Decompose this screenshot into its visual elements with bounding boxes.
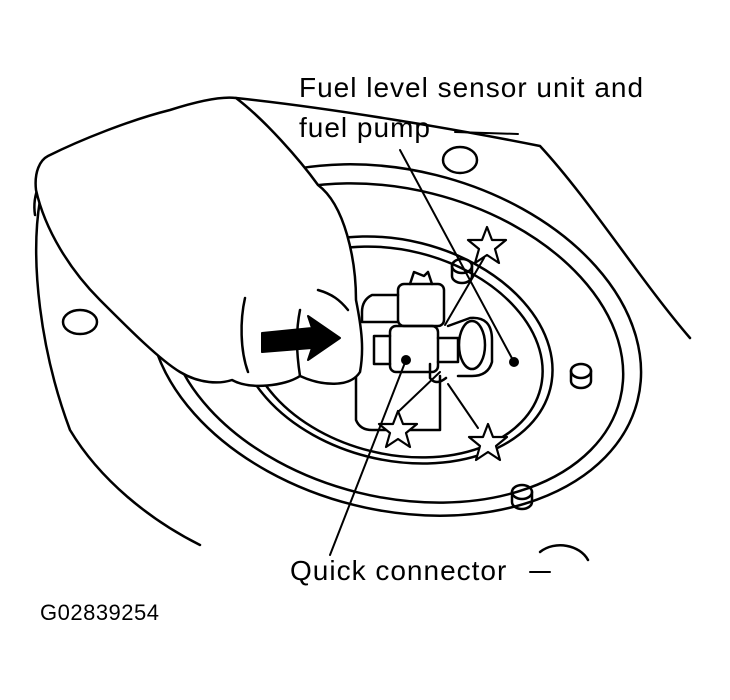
push-arrow-icon bbox=[261, 315, 341, 361]
bolt-right bbox=[569, 362, 593, 390]
star-icon bbox=[466, 225, 508, 265]
floor-holes bbox=[61, 145, 590, 562]
hand-illustration bbox=[34, 96, 364, 387]
star-icon bbox=[377, 409, 419, 449]
quick-connector-assembly bbox=[354, 270, 494, 432]
star-icon bbox=[467, 422, 509, 462]
leader-lines bbox=[329, 131, 551, 573]
figure-code: G02839254 bbox=[40, 600, 160, 625]
star-markers bbox=[377, 225, 509, 462]
callout-fuel-level-sensor-line1: Fuel level sensor unit and bbox=[299, 72, 645, 103]
mounting-bolts bbox=[450, 257, 593, 511]
bolt-bottom bbox=[510, 483, 534, 511]
callout-quick-connector: Quick connector bbox=[290, 555, 508, 586]
callout-fuel-level-sensor-line2: fuel pump bbox=[299, 112, 431, 143]
